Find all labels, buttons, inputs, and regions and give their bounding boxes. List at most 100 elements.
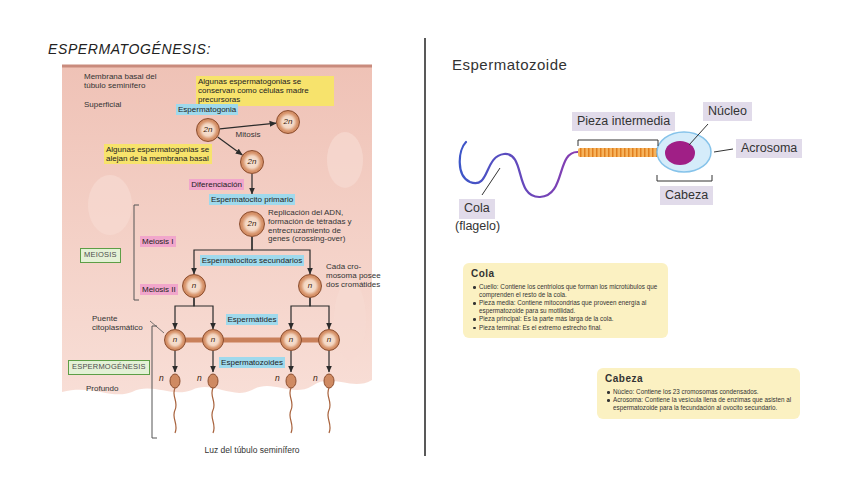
- node-text: n: [289, 336, 293, 344]
- part-label: Cabeza: [660, 186, 713, 205]
- arrow: [218, 137, 243, 155]
- stage-label: Espermatogonia: [176, 104, 238, 115]
- arrow: [175, 298, 194, 329]
- sperm-tail: [460, 142, 578, 197]
- text-label: Profundo: [86, 384, 118, 393]
- node-text: Meiosis II: [142, 285, 176, 294]
- node-text: Meiosis I: [142, 237, 174, 246]
- cell-circle: 2n: [276, 110, 300, 134]
- edge-label: Mitosis: [236, 130, 261, 139]
- node-text: Cola: [459, 199, 495, 219]
- sperm-drawing: [197, 372, 229, 434]
- arrow: [194, 298, 213, 329]
- bullet-text: Pieza terminal: Es el extremo estrecho f…: [471, 324, 660, 332]
- panel-divider: [424, 38, 426, 456]
- stage-label: Espermatocitos secundarios: [200, 255, 305, 266]
- spermiogenesis-bracket: [152, 326, 157, 438]
- bullet-text: Núcleo: Contiene los 23 cromosomas conde…: [605, 388, 792, 396]
- node-text: Núcleo: [703, 102, 752, 121]
- text-label: Puente citoplasmático: [92, 314, 148, 332]
- bullet-text: Acrosoma: Contiene la vesícula llena de …: [605, 396, 792, 412]
- arrow: [220, 123, 276, 129]
- sperm-head: [286, 374, 296, 388]
- node-text: n: [308, 282, 312, 290]
- node-text: n: [173, 336, 177, 344]
- cell-circle: n: [318, 329, 340, 351]
- part-label: Cola(flagelo): [455, 198, 500, 234]
- node-text: (flagelo): [455, 219, 500, 235]
- tissue-blob: [334, 280, 366, 360]
- sperm-cell: n: [197, 372, 229, 434]
- sperm-tail: [174, 388, 176, 433]
- leader-line: [689, 124, 708, 145]
- text-label: Replicación del ADN, formación de tétrad…: [268, 209, 362, 244]
- page-title: ESPERMATOGÉNESIS:: [48, 41, 211, 57]
- cell-circle: n: [164, 329, 186, 351]
- cell-circle: n: [202, 329, 224, 351]
- node-text: Espermátides: [228, 315, 277, 324]
- part-label: Acrosoma: [736, 139, 802, 158]
- cytoplasmic-bridge: [175, 338, 329, 343]
- node-text: Espermatozoides: [221, 358, 283, 367]
- text-label: Luz del túbulo seminífero: [205, 446, 300, 456]
- sperm-head: [208, 374, 218, 388]
- sperm-drawing: [313, 372, 345, 434]
- text-label: Cada cro- mosoma posee dos cromátides: [326, 262, 386, 290]
- node-text: Algunas espermatogonias se conservan com…: [198, 77, 332, 105]
- sperm-head: [324, 374, 334, 388]
- basal-membrane: [62, 65, 372, 68]
- arrow: [251, 174, 252, 194]
- leader-line: [482, 168, 500, 195]
- bullet-text: Pieza principal: Es la parte más larga d…: [471, 315, 660, 323]
- node-text: Espermatocito primario: [211, 195, 293, 204]
- arrow: [212, 351, 213, 372]
- arrow: [290, 351, 291, 372]
- node-text: Espermatocitos secundarios: [202, 256, 303, 265]
- tissue-blob: [88, 175, 132, 235]
- tissue-blob: [327, 132, 363, 188]
- bullet-text: Pieza media: Contiene mitocondrias que p…: [471, 299, 660, 315]
- node-text: Algunas espermatogonias se alejan de la …: [106, 145, 210, 163]
- node-text: Espermatogonia: [178, 105, 236, 114]
- cell-circle: 2n: [196, 118, 220, 142]
- phase-box: MEIOSIS: [80, 248, 121, 263]
- head-bracket: [657, 175, 712, 181]
- sperm-cell: n: [313, 372, 345, 434]
- cell-circle: n: [280, 329, 302, 351]
- tubule-epithelium: [62, 66, 372, 394]
- node-text: Pieza intermedia: [572, 112, 675, 131]
- leader-line: [714, 149, 733, 152]
- sperm-drawing: [275, 372, 307, 434]
- arrow: [328, 351, 329, 372]
- meiosis-bracket: [134, 205, 139, 300]
- node-text: n: [192, 282, 196, 290]
- process-label: Meiosis I: [140, 236, 176, 247]
- text-label: Superficial: [84, 100, 121, 109]
- sperm-tail: [328, 388, 330, 433]
- node-text: Diferenciación: [191, 180, 242, 189]
- card-heading: Cabeza: [605, 373, 792, 385]
- phase-box: ESPERMOGÉNESIS: [68, 360, 150, 375]
- arrow: [174, 351, 175, 372]
- info-card: ColaCuello: Contiene los centriolos que …: [463, 263, 668, 338]
- node-text: n: [313, 374, 318, 383]
- sperm-midpiece: [578, 148, 660, 157]
- bullet-text: Cuello: Contiene los centriolos que form…: [471, 283, 660, 299]
- stage-label: Espermatozoides: [219, 357, 285, 368]
- card-heading: Cola: [471, 268, 660, 280]
- node-text: Cabeza: [660, 186, 713, 205]
- node-text: 2n: [204, 126, 213, 134]
- node-text: n: [275, 374, 280, 383]
- text-label: Espermatozoide: [452, 56, 567, 73]
- part-label: Pieza intermedia: [572, 112, 675, 131]
- process-label: Diferenciación: [189, 179, 244, 190]
- cell-circle: 2n: [240, 150, 264, 174]
- sperm-nucleus: [665, 141, 695, 165]
- cell-circle: n: [298, 274, 322, 298]
- cell-circle: 2n: [239, 211, 265, 237]
- node-text: n: [159, 374, 164, 383]
- arrow: [291, 298, 310, 329]
- text-label: Membrana basal del túbulo seminífero: [84, 72, 180, 90]
- node-text: 2n: [248, 220, 257, 228]
